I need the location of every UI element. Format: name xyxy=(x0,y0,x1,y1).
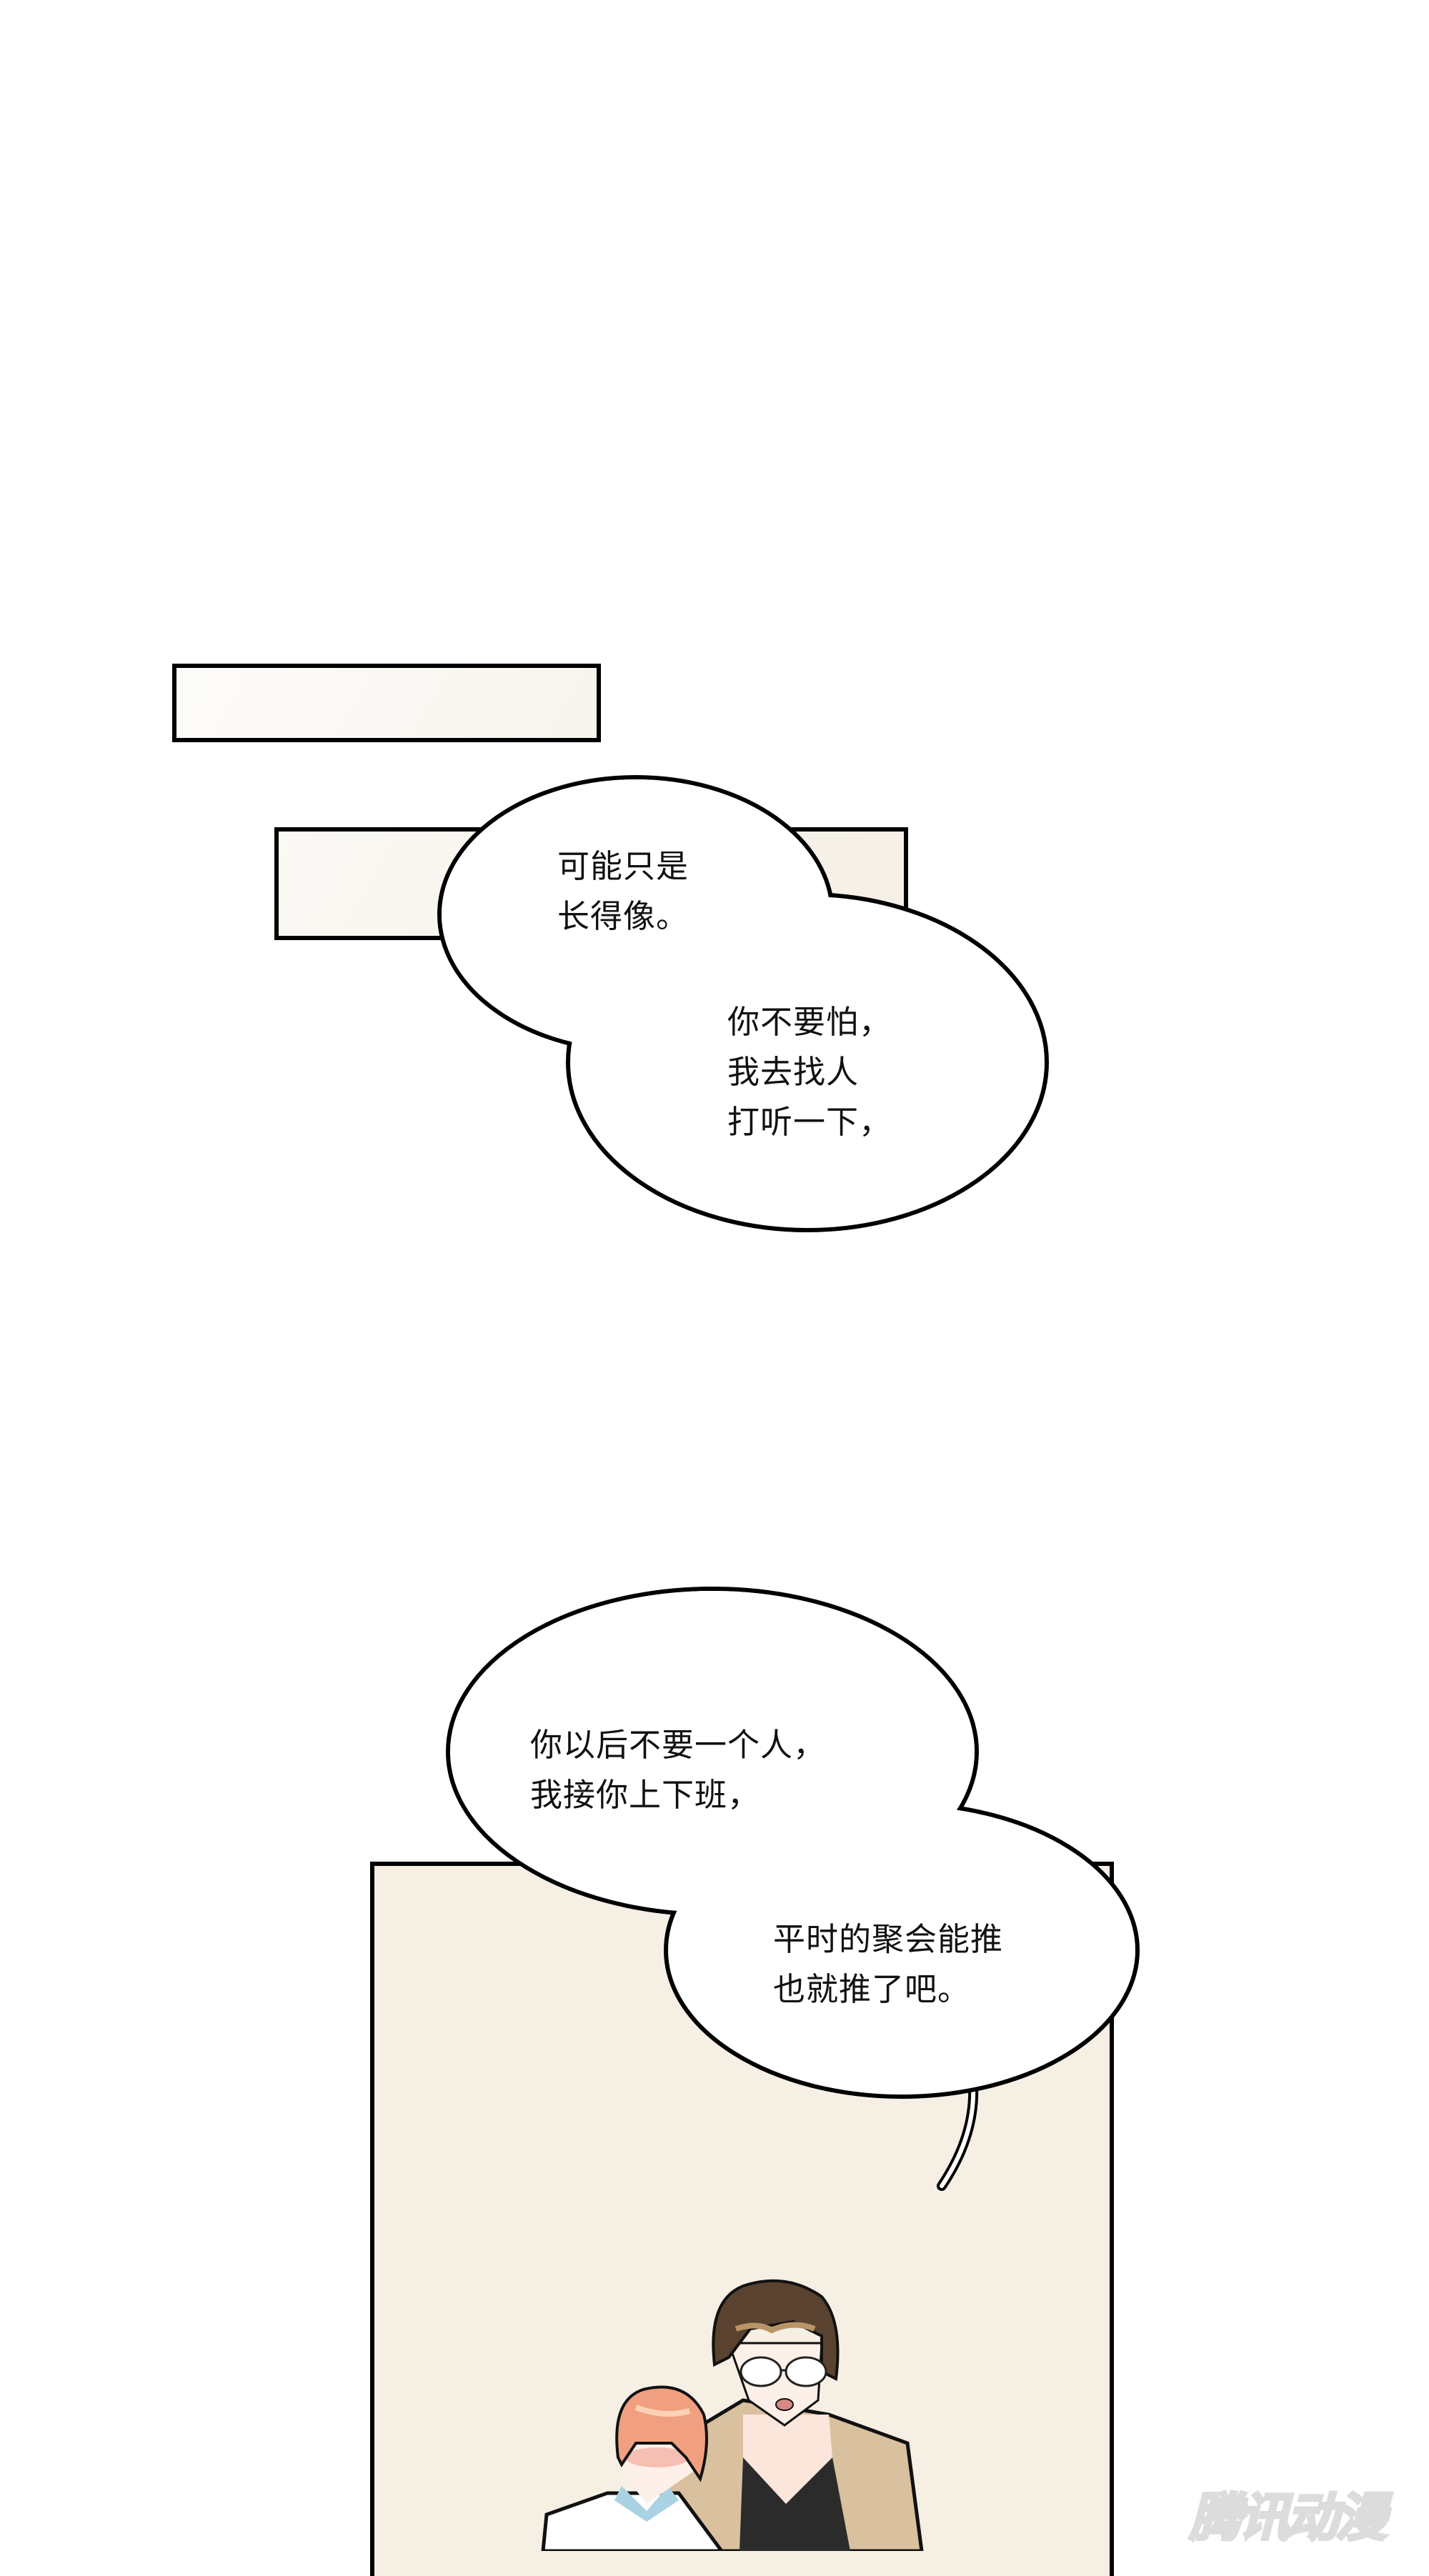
bubble-1-text-top: 可能只是 长得像。 xyxy=(557,847,689,935)
caption-panel-1 xyxy=(172,664,601,742)
bubble-2-text-top: 你以后不要一个人， 我接你上下班， xyxy=(530,1726,827,1814)
tencent-comics-watermark: 腾讯动漫 xyxy=(1188,2486,1388,2549)
bubble-1-text-bottom: 你不要怕， 我去找人 打听一下， xyxy=(727,1003,892,1141)
speech-bubble-1 xyxy=(437,775,1049,1232)
left-character xyxy=(541,2385,725,2551)
bubble-2-text-bottom: 平时的聚会能推 也就推了吧。 xyxy=(773,1920,1004,2008)
speech-bubble-2 xyxy=(446,1587,1140,2191)
